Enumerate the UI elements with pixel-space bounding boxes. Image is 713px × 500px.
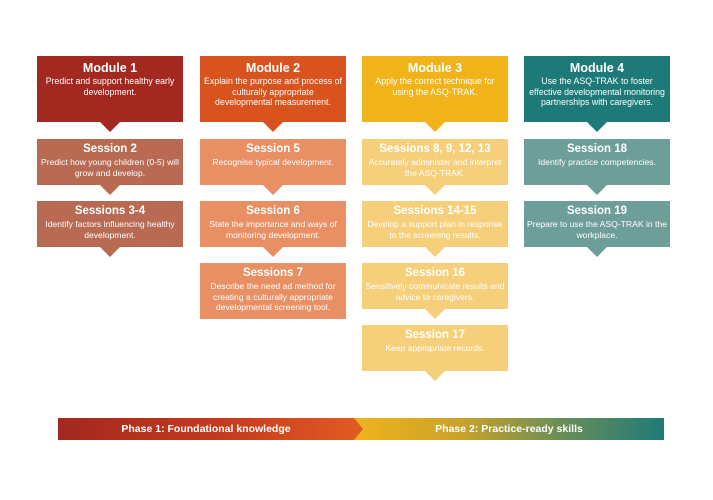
module-description: Explain the purpose and process of cultu… [204, 76, 342, 108]
session-box: Session 17 Keep appropriate records. [362, 325, 508, 381]
down-arrow-icon [425, 309, 445, 319]
session-box: Sessions 7 Describe the need ad method f… [200, 263, 346, 319]
session-box: Session 18 Identify practice competencie… [524, 139, 670, 195]
session-title: Sessions 3-4 [74, 205, 146, 217]
session-description: Predict how young children (0-5) will gr… [40, 157, 180, 178]
session-title: Session 6 [246, 205, 300, 217]
module-title: Module 4 [569, 61, 625, 75]
down-arrow-icon [263, 247, 283, 257]
session-box: Sessions 14-15 Develop a support plan in… [362, 201, 508, 257]
module-4-box: Module 4 Use the ASQ-TRAK to foster effe… [524, 56, 670, 132]
phase-bar: Phase 1: Foundational knowledge Phase 2:… [58, 418, 664, 440]
down-arrow-icon [425, 247, 445, 257]
module-title: Module 3 [407, 61, 463, 75]
module-title: Module 2 [245, 61, 301, 75]
down-arrow-icon [100, 247, 120, 257]
module-2-box: Module 2 Explain the purpose and process… [200, 56, 346, 132]
session-title: Session 19 [566, 205, 628, 217]
module-1-box: Module 1 Predict and support healthy ear… [37, 56, 183, 132]
session-title: Session 16 [404, 267, 466, 279]
down-arrow-icon [263, 122, 283, 132]
session-box: Session 6 State the importance and ways … [200, 201, 346, 257]
session-description: Keep appropriate records. [385, 343, 485, 353]
session-description: Identify practice competencies. [538, 157, 656, 167]
session-box: Session 16 Sensitively communicate resul… [362, 263, 508, 319]
down-arrow-icon [263, 185, 283, 195]
phase-2-label: Phase 2: Practice-ready skills [435, 423, 583, 435]
module-description: Apply the correct technique for using th… [375, 76, 495, 97]
phase-1-segment: Phase 1: Foundational knowledge [58, 418, 354, 440]
session-description: Identify factors influencing healthy dev… [45, 219, 175, 240]
down-arrow-icon [100, 122, 120, 132]
session-description: Prepare to use the ASQ-TRAK in the workp… [527, 219, 667, 240]
session-title: Session 18 [566, 143, 628, 155]
phase-2-segment: Phase 2: Practice-ready skills [354, 418, 664, 440]
session-description: State the importance and ways of monitor… [209, 219, 337, 240]
session-box: Session 19 Prepare to use the ASQ-TRAK i… [524, 201, 670, 257]
session-description: Develop a support plan in response to th… [367, 219, 503, 240]
module-description: Predict and support healthy early develo… [45, 76, 175, 97]
session-title: Sessions 14-15 [393, 205, 477, 217]
session-description: Accurately administer and interpret the … [368, 157, 502, 178]
down-arrow-icon [587, 247, 607, 257]
module-description: Use the ASQ-TRAK to foster effective dev… [529, 76, 665, 108]
module-3-box: Module 3 Apply the correct technique for… [362, 56, 508, 132]
down-arrow-icon [425, 122, 445, 132]
session-box: Sessions 3-4 Identify factors influencin… [37, 201, 183, 257]
down-arrow-icon [425, 371, 445, 381]
down-arrow-icon [425, 185, 445, 195]
session-description: Sensitively communicate results and advi… [365, 281, 505, 302]
down-arrow-icon [587, 185, 607, 195]
session-box: Session 2 Predict how young children (0-… [37, 139, 183, 195]
session-title: Sessions 8, 9, 12, 13 [379, 143, 491, 155]
session-box: Session 5 Recognise typical development. [200, 139, 346, 195]
phase-1-label: Phase 1: Foundational knowledge [121, 423, 291, 435]
module-title: Module 1 [82, 61, 138, 75]
session-box: Sessions 8, 9, 12, 13 Accurately adminis… [362, 139, 508, 195]
session-title: Session 2 [83, 143, 137, 155]
session-title: Session 5 [246, 143, 300, 155]
session-title: Sessions 7 [242, 267, 304, 279]
down-arrow-icon [587, 122, 607, 132]
session-description: Describe the need ad method for creating… [210, 281, 336, 312]
session-description: Recognise typical development. [212, 157, 334, 167]
session-title: Session 17 [404, 329, 466, 341]
down-arrow-icon [100, 185, 120, 195]
phase-divider-arrow-icon [354, 418, 363, 440]
